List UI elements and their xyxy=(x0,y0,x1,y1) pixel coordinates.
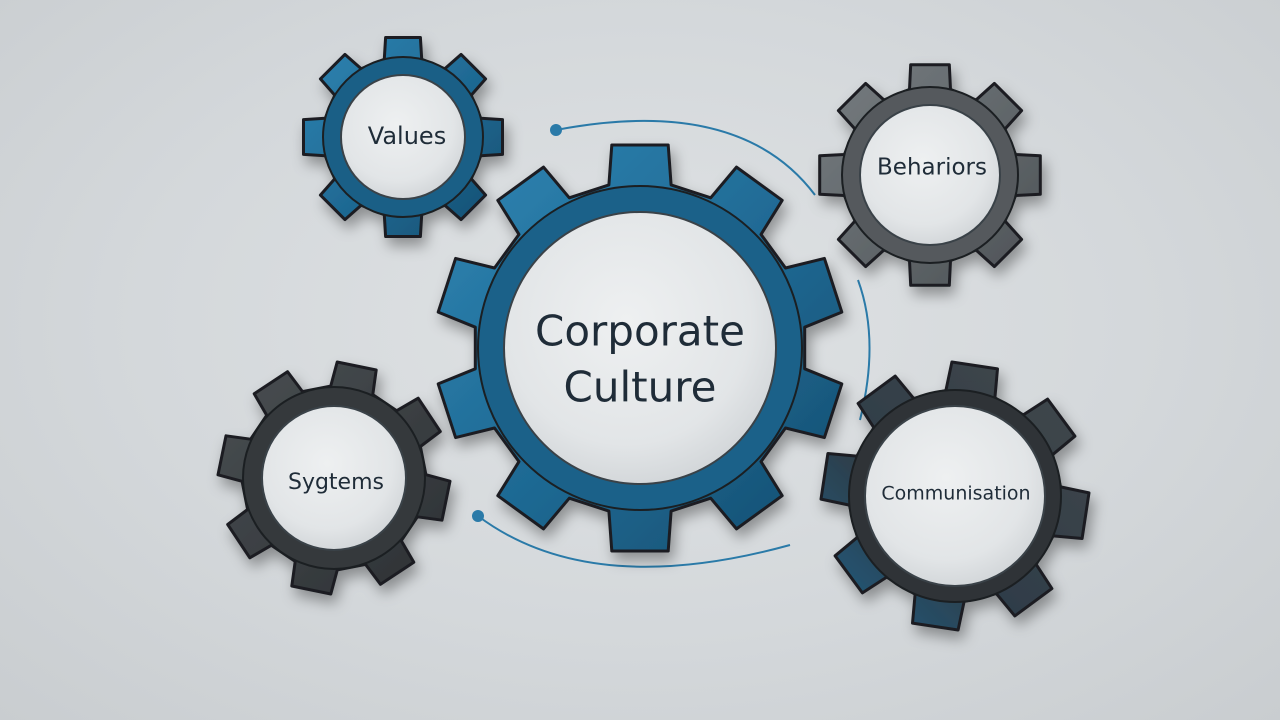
behaviors-gear-face xyxy=(859,104,1001,246)
gear-behaviors xyxy=(818,63,1042,287)
systems-label: Sygtems xyxy=(288,470,384,495)
communication-label: Communisation xyxy=(881,483,1030,505)
communication-gear-face xyxy=(864,405,1046,587)
connector-dot-top xyxy=(550,124,562,136)
center-label-line2: Culture xyxy=(564,363,717,412)
connector-arc-bottom xyxy=(477,515,791,568)
connector-lines xyxy=(472,119,871,568)
systems-gear-face xyxy=(261,405,407,551)
connector-arc-top xyxy=(555,119,816,196)
behaviors-label: Behariors xyxy=(877,155,987,181)
gear-corporate-culture xyxy=(436,143,844,553)
center-label-line1: Corporate xyxy=(535,307,745,356)
gear-systems xyxy=(216,360,452,596)
center-gear-face xyxy=(503,211,777,485)
connector-dot-bottom xyxy=(472,510,484,522)
gear-communication xyxy=(819,360,1091,632)
values-label: Values xyxy=(368,122,446,150)
gear-values xyxy=(302,36,504,238)
values-gear-face xyxy=(340,74,466,200)
